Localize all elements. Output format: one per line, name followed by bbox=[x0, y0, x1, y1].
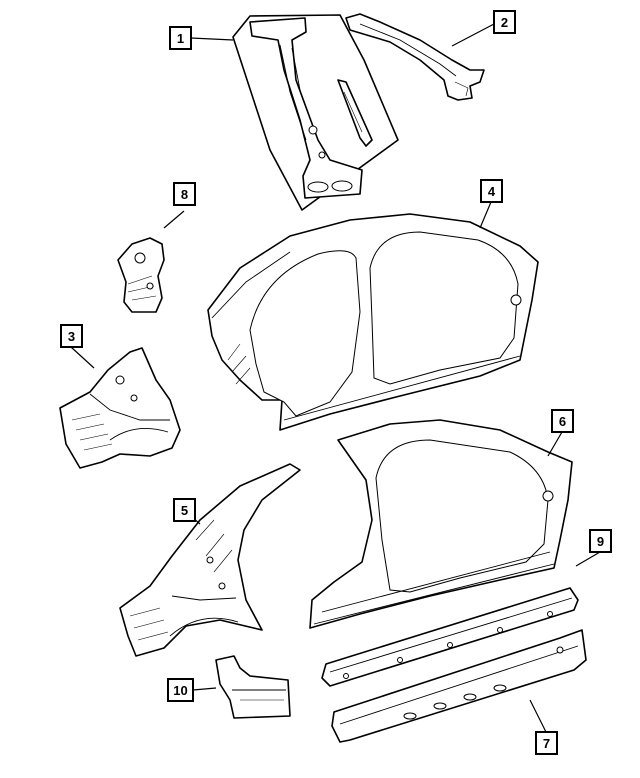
svg-text:2: 2 bbox=[501, 15, 508, 30]
part-3-wheelhouse-panel bbox=[59, 347, 181, 469]
part-1-b-pillar bbox=[232, 14, 399, 211]
callout-2: 2 bbox=[493, 10, 516, 34]
part-7-rocker-panel bbox=[331, 629, 587, 743]
callout-5: 5 bbox=[173, 498, 196, 522]
callout-6: 6 bbox=[551, 409, 574, 433]
part-8-bracket bbox=[117, 237, 165, 313]
svg-text:7: 7 bbox=[543, 736, 550, 751]
svg-text:1: 1 bbox=[177, 31, 184, 46]
svg-text:10: 10 bbox=[173, 683, 187, 698]
part-10-bracket bbox=[215, 655, 291, 719]
part-4-body-side-aperture bbox=[207, 213, 539, 431]
callout-8: 8 bbox=[173, 182, 196, 206]
part-6-body-side-aperture bbox=[309, 419, 573, 629]
part-9-sill-reinforcement bbox=[321, 587, 579, 687]
callout-10: 10 bbox=[167, 678, 194, 702]
part-5-front-body-side bbox=[119, 463, 301, 657]
callout-9: 9 bbox=[589, 529, 612, 553]
callout-3: 3 bbox=[60, 324, 83, 348]
svg-text:4: 4 bbox=[488, 184, 496, 199]
svg-text:6: 6 bbox=[559, 414, 566, 429]
svg-text:3: 3 bbox=[68, 329, 75, 344]
callout-1: 1 bbox=[169, 26, 192, 50]
svg-text:5: 5 bbox=[181, 503, 188, 518]
svg-text:8: 8 bbox=[181, 187, 188, 202]
callout-4: 4 bbox=[480, 179, 503, 203]
part-2-roof-rail bbox=[345, 13, 485, 101]
callout-7: 7 bbox=[535, 731, 558, 755]
svg-text:9: 9 bbox=[597, 534, 604, 549]
